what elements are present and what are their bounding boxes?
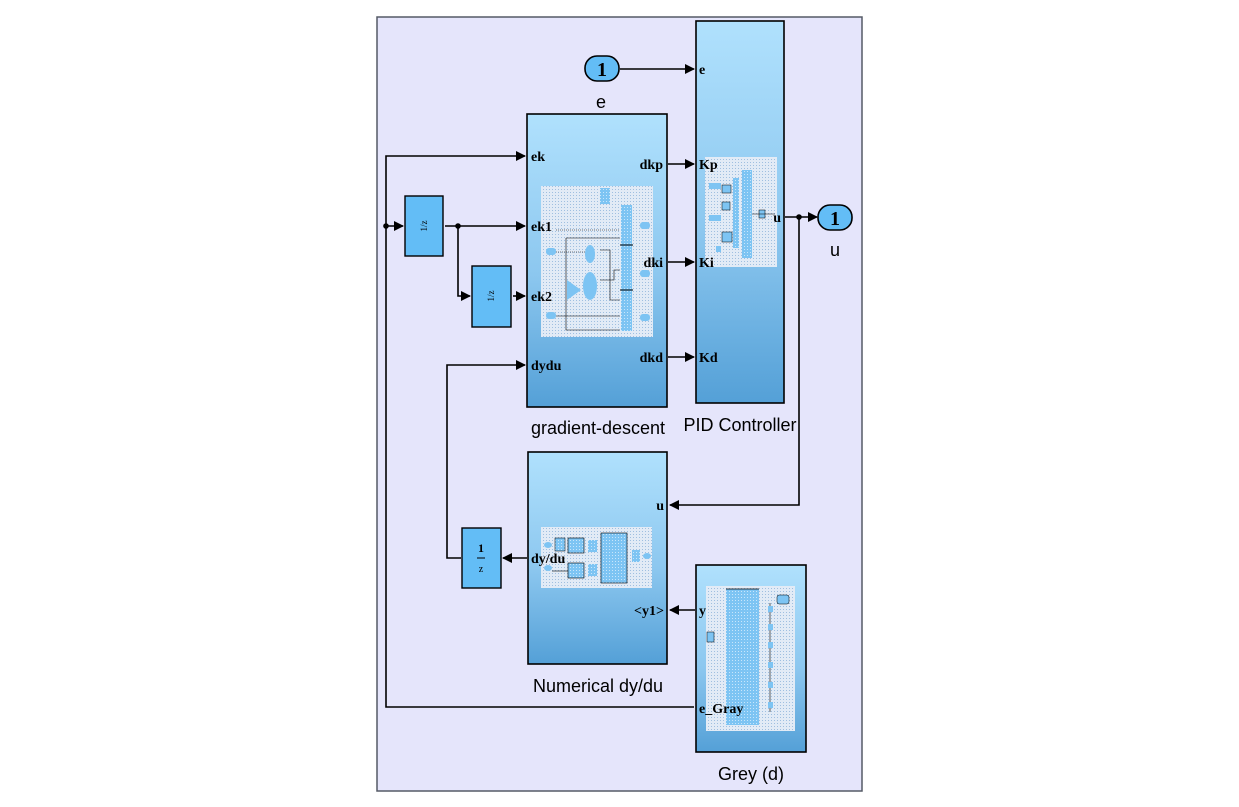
numerical-thumbnail [541,527,652,588]
delay-block-1[interactable]: 1/z [404,195,444,257]
outport-number: 1 [830,208,840,230]
delay-3-denominator: z [479,564,484,575]
port-ek1: ek1 [531,220,552,235]
inport-number: 1 [597,59,607,81]
gradient-descent-block[interactable]: ek ek1 ek2 dydu dkp dki dkd [526,113,668,408]
grey-label: Grey (d) [718,764,784,784]
port-e: e [699,63,705,78]
outport-signal-label: u [830,240,840,260]
delay-block-2[interactable]: 1/z [471,265,512,328]
grey-block[interactable]: y e_Gray [695,564,807,753]
port-ek: ek [531,150,545,165]
port-u-in: u [656,499,664,514]
port-dydu-out: dy/du [531,552,565,567]
port-y: y [699,604,706,619]
numerical-dydu-block[interactable]: dy/du u <y1> [527,451,668,665]
outport-block[interactable]: 1 [817,204,853,231]
delay-1-text: 1/z [419,220,429,231]
wires [383,64,818,708]
pid-controller-block[interactable]: e Kp Ki Kd u [695,20,785,404]
grey-thumbnail [706,586,795,731]
pid-controller-label: PID Controller [683,415,796,435]
pid-thumbnail [705,157,777,267]
wire-egray-to-ek [385,151,694,708]
delay-block-3[interactable]: 1 z [461,527,502,589]
port-dkp: dkp [640,158,664,173]
delay-3-numerator: 1 [478,541,484,555]
port-dkd: dkd [640,351,664,366]
port-y1: <y1> [634,604,664,619]
junction-dot [383,223,389,229]
gradient-descent-thumbnail [541,186,653,337]
inport-signal-label: e [596,92,606,112]
port-kd: Kd [699,351,718,366]
wire-u-to-numerical [669,217,800,510]
numerical-dydu-label: Numerical dy/du [533,676,663,696]
port-ek2: ek2 [531,290,552,305]
port-e-gray: e_Gray [699,702,743,717]
port-u-out: u [773,211,781,226]
delay-2-text: 1/z [486,290,496,301]
inport-block[interactable]: 1 [584,55,620,82]
gradient-descent-label: gradient-descent [531,418,665,438]
wire-delay3-to-dydu [446,360,526,559]
port-dki: dki [644,256,664,271]
port-dydu: dydu [531,359,562,374]
port-ki: Ki [699,256,714,271]
port-kp: Kp [699,158,718,173]
wire-to-delay2 [457,226,471,301]
